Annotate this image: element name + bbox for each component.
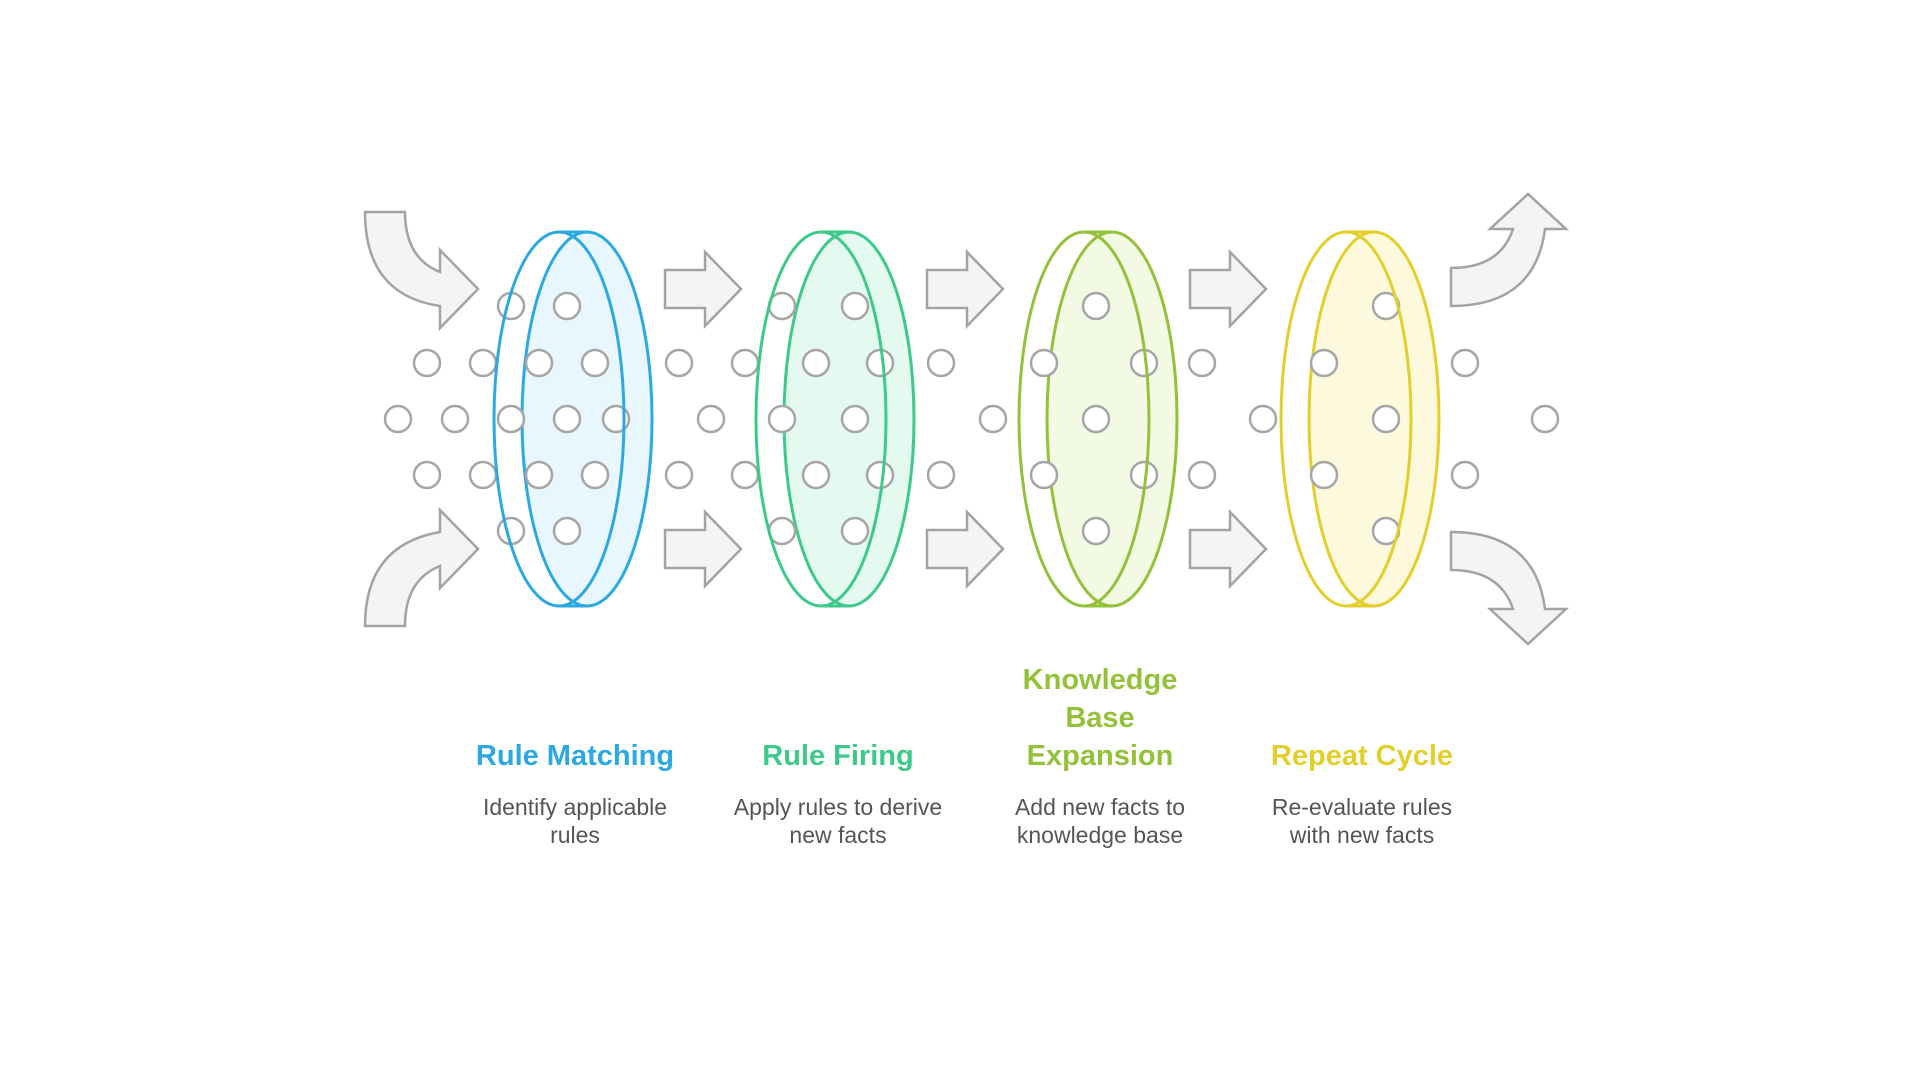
fact-dot [552, 291, 582, 321]
fact-dot [840, 291, 870, 321]
fact-dot [1081, 404, 1111, 434]
fact-dot [496, 404, 526, 434]
fact-dot [730, 348, 760, 378]
arrow-right-icon [925, 248, 1005, 330]
fact-dot [801, 348, 831, 378]
curved-arrow-in-top-icon [363, 210, 480, 332]
curved-arrow-out-top-icon [1449, 192, 1570, 308]
stage-description: Add new facts to knowledge base [1014, 794, 1186, 848]
fact-dot [1081, 516, 1111, 546]
fact-dot [580, 460, 610, 490]
stage-description: Re-evaluate rules with new facts [1271, 794, 1453, 848]
fact-dot [926, 460, 956, 490]
curved-arrow-in-bottom-icon [363, 506, 480, 628]
stage-title: Rule Matching [475, 740, 675, 772]
stage-title: Repeat Cycle [1270, 740, 1454, 772]
ring-edge-rule-matching [559, 230, 587, 608]
fact-dot [978, 404, 1008, 434]
fact-dot [801, 460, 831, 490]
stage-label-rule-matching: Rule Matching Identify applicable rules [455, 737, 695, 849]
fact-dot [1081, 291, 1111, 321]
arrow-right-icon [663, 508, 743, 590]
fact-dot [1029, 460, 1059, 490]
fact-dot [840, 516, 870, 546]
ring-back-knowledge-base-expansion [1045, 230, 1179, 608]
fact-dot [1371, 404, 1401, 434]
fact-dot [730, 460, 760, 490]
stage-label-repeat-cycle: Repeat Cycle Re-evaluate rules with new … [1242, 737, 1482, 849]
fact-dot [767, 404, 797, 434]
arrow-right-icon [1188, 508, 1268, 590]
fact-dot [1450, 460, 1480, 490]
ring-back-rule-matching [520, 230, 654, 608]
fact-dot [552, 516, 582, 546]
fact-dot [524, 348, 554, 378]
fact-dot [840, 404, 870, 434]
curved-arrow-out-bottom-icon [1449, 530, 1570, 646]
fact-dot [1248, 404, 1278, 434]
arrow-right-icon [1188, 248, 1268, 330]
stage-label-knowledge-base-expansion: Knowledge Base Expansion Add new facts t… [980, 661, 1220, 849]
stage-title: Rule Firing [762, 740, 914, 772]
stage-description: Identify applicable rules [482, 794, 668, 848]
fact-dot [664, 348, 694, 378]
fact-dot [1309, 460, 1339, 490]
fact-dot [468, 460, 498, 490]
stage-description: Apply rules to derive new facts [733, 794, 943, 848]
arrow-right-icon [925, 508, 1005, 590]
fact-dot [383, 404, 413, 434]
fact-dot [1187, 460, 1217, 490]
fact-dot [468, 348, 498, 378]
fact-dot [1530, 404, 1560, 434]
fact-dot [664, 460, 694, 490]
fact-dot [440, 404, 470, 434]
fact-dot [412, 460, 442, 490]
ring-edge-knowledge-base-expansion [1084, 230, 1112, 608]
fact-dot [696, 404, 726, 434]
fact-dot [1309, 348, 1339, 378]
stage-label-rule-firing: Rule Firing Apply rules to derive new fa… [718, 737, 958, 849]
fact-dot [926, 348, 956, 378]
fact-dot [552, 404, 582, 434]
fact-dot [580, 348, 610, 378]
ring-edge-rule-firing [821, 230, 849, 608]
fact-dot [1029, 348, 1059, 378]
ring-edge-repeat-cycle [1346, 230, 1374, 608]
stage-title: Knowledge Base Expansion [1022, 664, 1178, 772]
fact-dot [865, 348, 895, 378]
fact-dot [1450, 348, 1480, 378]
arrow-right-icon [663, 248, 743, 330]
fact-dot [524, 460, 554, 490]
fact-dot [412, 348, 442, 378]
fact-dot [1187, 348, 1217, 378]
fact-dot [865, 460, 895, 490]
